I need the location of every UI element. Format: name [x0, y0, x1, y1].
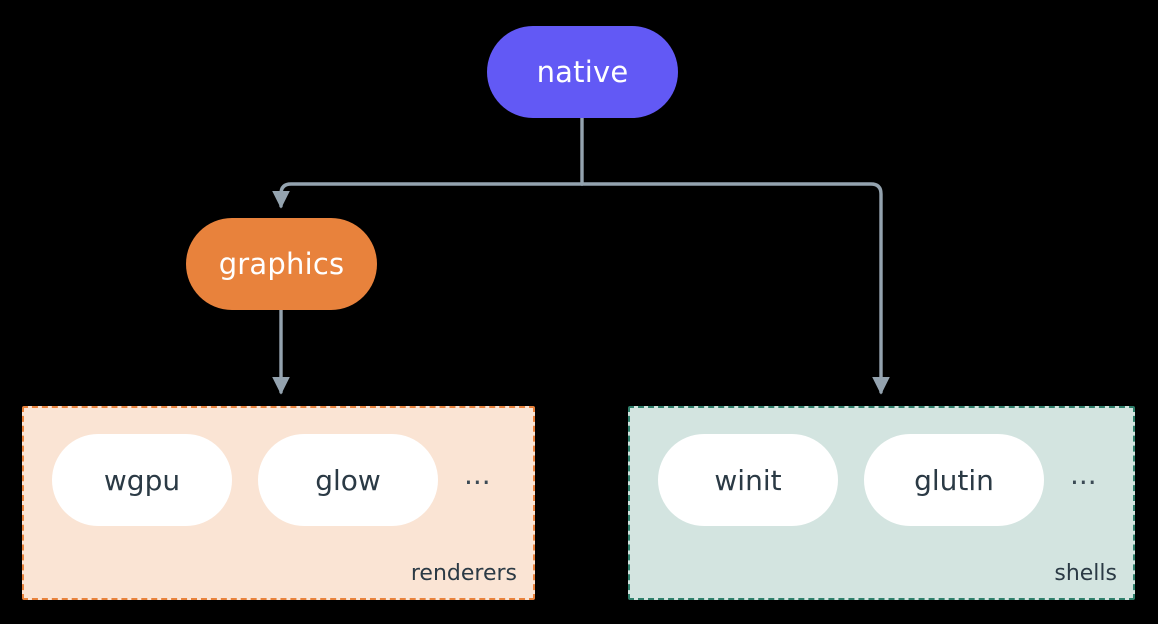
group-shells-label: shells: [1054, 561, 1117, 586]
leaf-glutin[interactable]: glutin: [864, 434, 1044, 526]
node-graphics[interactable]: graphics: [186, 218, 377, 310]
edge-native-to-shells: [580, 182, 890, 395]
leaf-glutin-label: glutin: [914, 463, 994, 497]
leaf-wgpu[interactable]: wgpu: [52, 434, 232, 526]
edge-native-to-graphics: [272, 182, 584, 209]
leaf-winit-label: winit: [714, 463, 782, 497]
leaf-glow-label: glow: [315, 463, 381, 497]
leaf-glow[interactable]: glow: [258, 434, 438, 526]
group-renderers-label: renderers: [410, 561, 517, 586]
group-renderers: wgpu glow ... renderers: [22, 406, 535, 600]
renderers-overflow-ellipsis: ...: [464, 458, 491, 491]
shells-overflow-ellipsis: ...: [1070, 458, 1097, 491]
group-shells: winit glutin ... shells: [628, 406, 1135, 600]
leaf-wgpu-label: wgpu: [103, 463, 181, 497]
group-shells-items: winit glutin ...: [658, 434, 1097, 526]
node-native-label: native: [536, 55, 629, 89]
leaf-winit[interactable]: winit: [658, 434, 838, 526]
node-graphics-label: graphics: [218, 247, 345, 281]
node-native[interactable]: native: [487, 26, 678, 118]
group-renderers-items: wgpu glow ...: [52, 434, 491, 526]
